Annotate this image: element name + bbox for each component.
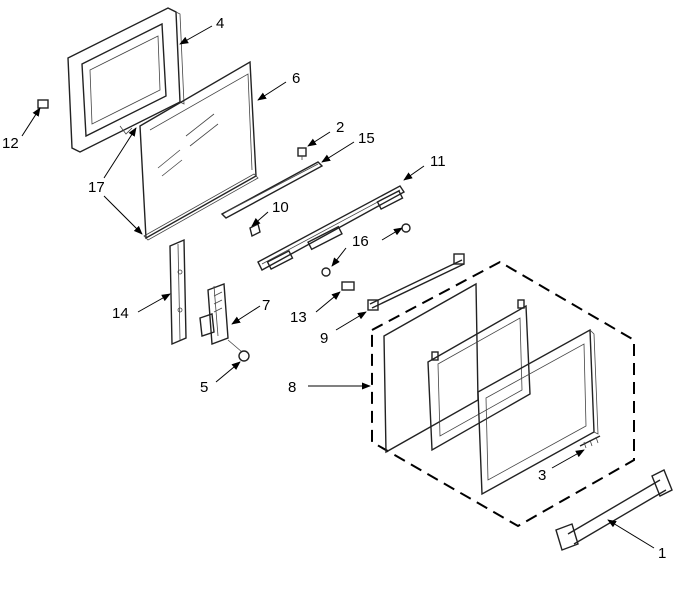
callout-15: 15 (358, 130, 375, 147)
part-2-screw (297, 147, 307, 160)
callout-8: 8 (288, 379, 296, 396)
callout-12: 12 (2, 135, 19, 152)
callout-6: 6 (292, 70, 300, 87)
callout-4: 4 (216, 15, 224, 32)
part-8-door-assembly (371, 260, 635, 528)
part-9-rod (367, 253, 465, 311)
callout-3: 3 (538, 467, 546, 484)
part-7-hinge (199, 283, 229, 345)
part-3-screw (579, 435, 601, 449)
part-1-handle (555, 469, 673, 551)
callout-1: 1 (658, 545, 666, 562)
part-12-screw (37, 99, 49, 109)
part-11-channel (257, 185, 406, 271)
part-15-strip (220, 161, 324, 219)
part-6-door-glass (139, 60, 259, 241)
part-4-inner-door-frame (67, 7, 185, 153)
callout-9: 9 (320, 330, 328, 347)
callout-13: 13 (290, 309, 307, 326)
callout-2: 2 (336, 119, 344, 136)
part-5-bolt (227, 339, 250, 362)
callout-17: 17 (88, 179, 105, 196)
callout-11: 11 (430, 153, 446, 170)
callout-14: 14 (112, 305, 129, 322)
callout-16: 16 (352, 233, 369, 250)
part-10-clip (249, 222, 261, 238)
part-13-pin (341, 281, 355, 291)
part-16-screw (321, 223, 411, 277)
part-14-bracket (169, 238, 187, 346)
callout-5: 5 (200, 379, 208, 396)
callout-7: 7 (262, 297, 270, 314)
leader-lines (21, 25, 655, 549)
callout-10: 10 (272, 199, 289, 216)
